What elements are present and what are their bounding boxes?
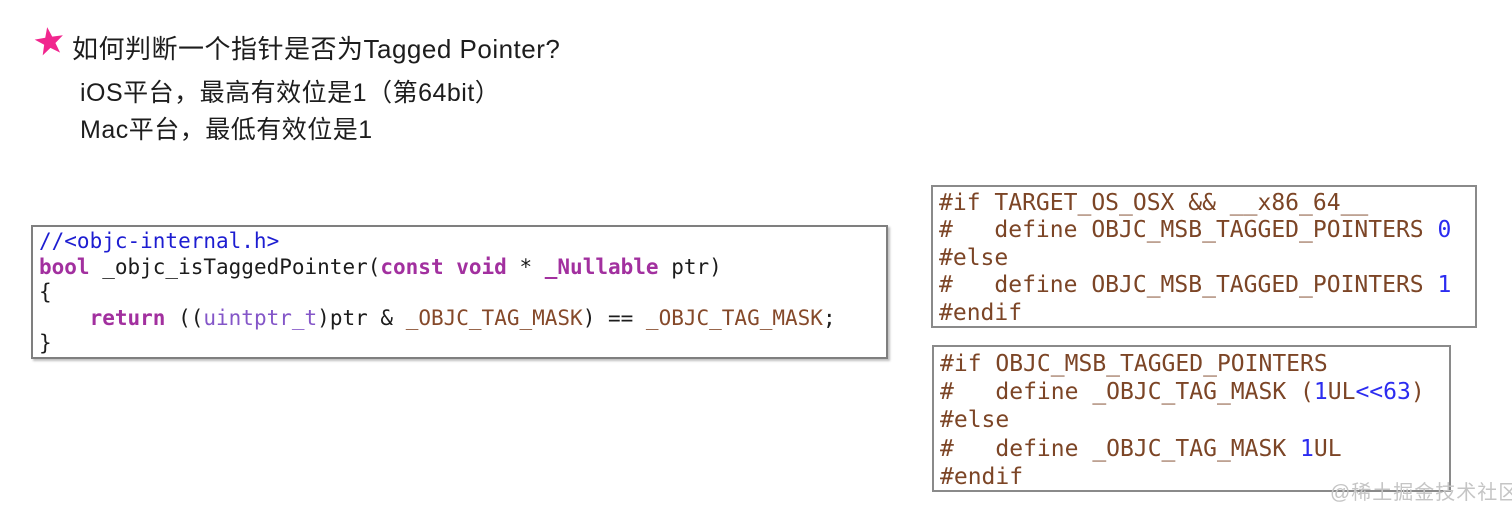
code-block-msb-tagged-pointers: #if TARGET_OS_OSX && __x86_64__# define … (931, 185, 1477, 328)
code-line: #if TARGET_OS_OSX && __x86_64__ (939, 190, 1369, 216)
code-line: return ((uintptr_t)ptr & _OBJC_TAG_MASK)… (89, 305, 836, 330)
code-line: } (39, 331, 52, 355)
subtitle-ios: iOS平台，最高有效位是1（第64bit） (80, 79, 501, 107)
code-line: #else (940, 407, 1010, 434)
code-line: # define OBJC_MSB_TAGGED_POINTERS 0 (939, 217, 1452, 244)
page-title: 如何判断一个指针是否为Tagged Pointer? (72, 34, 561, 64)
code-line: #if OBJC_MSB_TAGGED_POINTERS (940, 351, 1328, 377)
code-line: //<objc-internal.h> (39, 229, 280, 253)
code-line: #endif (939, 299, 1023, 326)
watermark: @稀土掘金技术社区 (1330, 482, 1512, 504)
code-line: bool _objc_isTaggedPointer(const void * … (39, 254, 722, 279)
code-block-objc-internal: //<objc-internal.h>bool _objc_isTaggedPo… (31, 225, 888, 359)
code-line: # define _OBJC_TAG_MASK (1UL<<63) (940, 379, 1425, 406)
code-line: # define _OBJC_TAG_MASK 1UL (940, 435, 1342, 462)
subtitle-mac: Mac平台，最低有效位是1 (80, 116, 373, 144)
code-line: #endif (940, 463, 1024, 490)
code-line: #else (939, 244, 1009, 271)
code-line: # define OBJC_MSB_TAGGED_POINTERS 1 (939, 272, 1452, 299)
code-block-objc-tag-mask: #if OBJC_MSB_TAGGED_POINTERS# define _OB… (932, 345, 1451, 492)
code-line: { (39, 280, 52, 304)
star-shape (34, 27, 63, 56)
star-icon (34, 27, 63, 56)
